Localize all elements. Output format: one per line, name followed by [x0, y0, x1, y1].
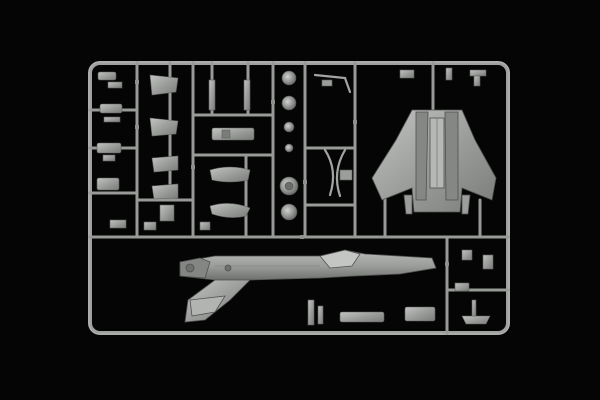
- parts-column-3: [199, 79, 255, 231]
- fin-parts-column-2: [143, 74, 179, 231]
- fuselage-side-part: [179, 249, 437, 323]
- gear-struts-column: [313, 73, 353, 198]
- sprue-frame: [88, 61, 510, 335]
- sprue-gates: [135, 80, 449, 266]
- sprue-runners: [88, 61, 510, 335]
- wheels-column: [279, 70, 299, 221]
- small-parts-top-right: [399, 67, 487, 87]
- wing-upper-part: [371, 109, 497, 215]
- bottom-parts: [307, 249, 494, 326]
- small-parts-column-1: [96, 71, 127, 229]
